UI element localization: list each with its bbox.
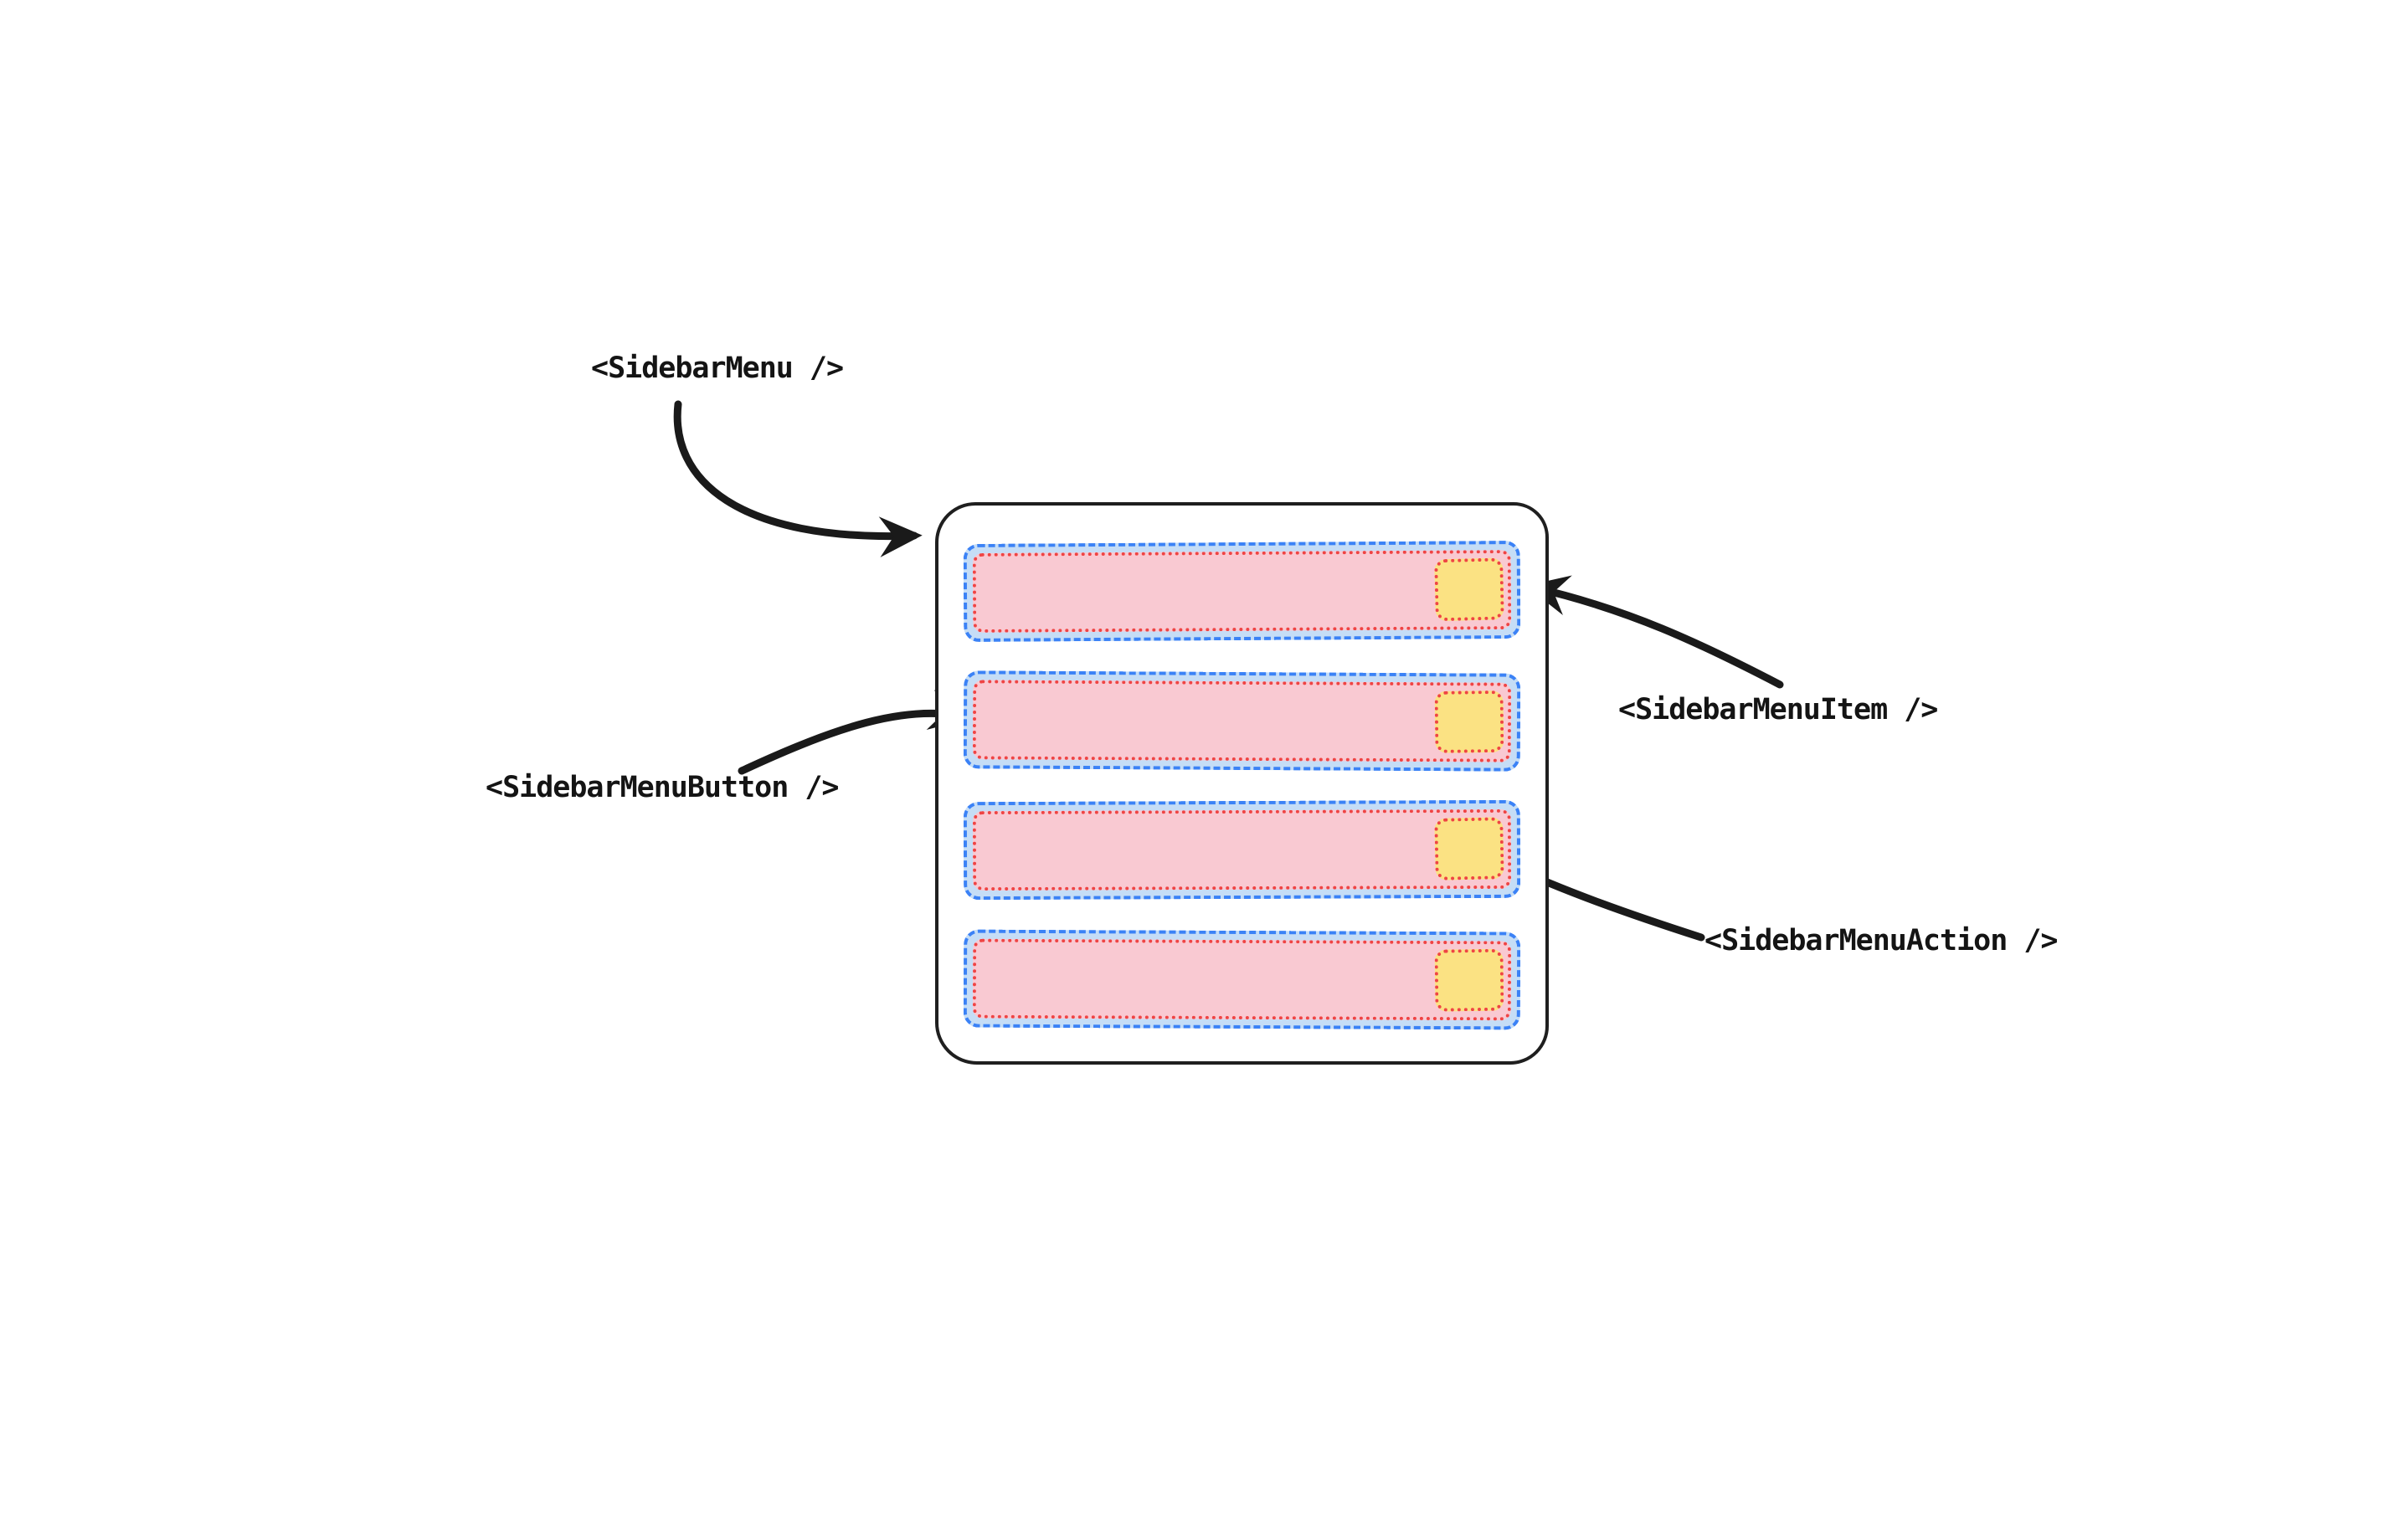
sidebar-menu-item — [963, 540, 1521, 642]
sidebar-menu — [935, 502, 1549, 1065]
arrow-sidebar-menu-item — [1525, 575, 1784, 689]
sidebar-menu-button — [972, 808, 1512, 891]
arrow-sidebar-menu — [673, 400, 923, 557]
sidebar-menu-item — [963, 929, 1521, 1029]
sidebar-menu-button — [972, 938, 1512, 1020]
sidebar-menu-button-label: <SidebarMenuButton /> — [486, 771, 840, 804]
arrow-sidebar-menu-button — [738, 690, 973, 775]
sidebar-menu-item-label: <SidebarMenuItem /> — [1618, 693, 1938, 726]
sidebar-menu-item — [963, 799, 1521, 900]
sidebar-menu-item — [963, 670, 1521, 771]
sidebar-menu-action — [1434, 690, 1504, 753]
sidebar-menu-action — [1434, 817, 1504, 881]
sidebar-menu-label: <SidebarMenu /> — [591, 352, 844, 385]
sidebar-menu-button — [972, 679, 1512, 762]
sidebar-menu-action — [1434, 557, 1504, 622]
sidebar-menu-button — [972, 550, 1512, 633]
sidebar-menu-action-label: <SidebarMenuAction /> — [1704, 924, 2059, 957]
sidebar-menu-action — [1434, 948, 1504, 1012]
